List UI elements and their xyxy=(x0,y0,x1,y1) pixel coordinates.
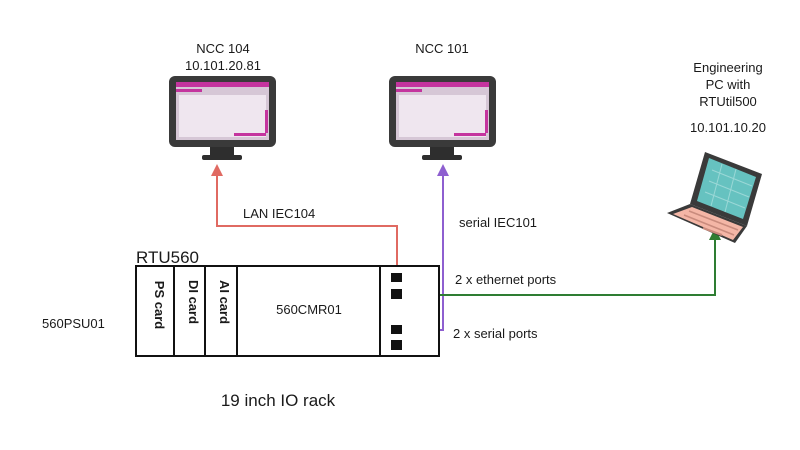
ethernet-port-2 xyxy=(391,289,402,299)
di-card-label: DI card xyxy=(186,280,201,324)
serial-arrowhead xyxy=(437,164,449,176)
rtu-rack xyxy=(135,265,440,357)
lan-iec104-label: LAN IEC104 xyxy=(243,206,315,221)
ncc104-ip: 10.101.20.81 xyxy=(185,58,261,73)
serial-port-2 xyxy=(391,340,402,350)
rtu-title: RTU560 xyxy=(136,248,199,267)
ncc104-name: NCC 104 xyxy=(196,41,249,56)
ps-card-label: PS card xyxy=(152,281,167,329)
serial-iec101-label: serial IEC101 xyxy=(459,215,537,230)
engineering-pc-line2: PC with xyxy=(706,77,751,92)
lan-arrowhead xyxy=(211,164,223,176)
serial-port-1 xyxy=(391,325,402,334)
ethernet-line xyxy=(402,238,716,296)
cmr-label: 560CMR01 xyxy=(276,302,342,317)
monitor-ncc101-icon xyxy=(389,76,496,160)
engineering-pc-line1: Engineering xyxy=(693,60,762,75)
engineering-pc-ip: 10.101.10.20 xyxy=(690,120,766,135)
engineering-pc-line3: RTUtil500 xyxy=(699,94,757,109)
psu-label: 560PSU01 xyxy=(42,316,105,331)
serial-ports-label: 2 x serial ports xyxy=(453,326,538,341)
ethernet-ports-label: 2 x ethernet ports xyxy=(455,272,557,287)
monitor-ncc104-icon xyxy=(169,76,276,160)
rack-label: 19 inch IO rack xyxy=(221,391,336,410)
laptop-icon xyxy=(667,152,762,243)
ethernet-port-1 xyxy=(391,273,402,282)
lan-iec104-line xyxy=(216,175,398,272)
ncc101-name: NCC 101 xyxy=(415,41,468,56)
ai-card-label: AI card xyxy=(217,280,232,324)
